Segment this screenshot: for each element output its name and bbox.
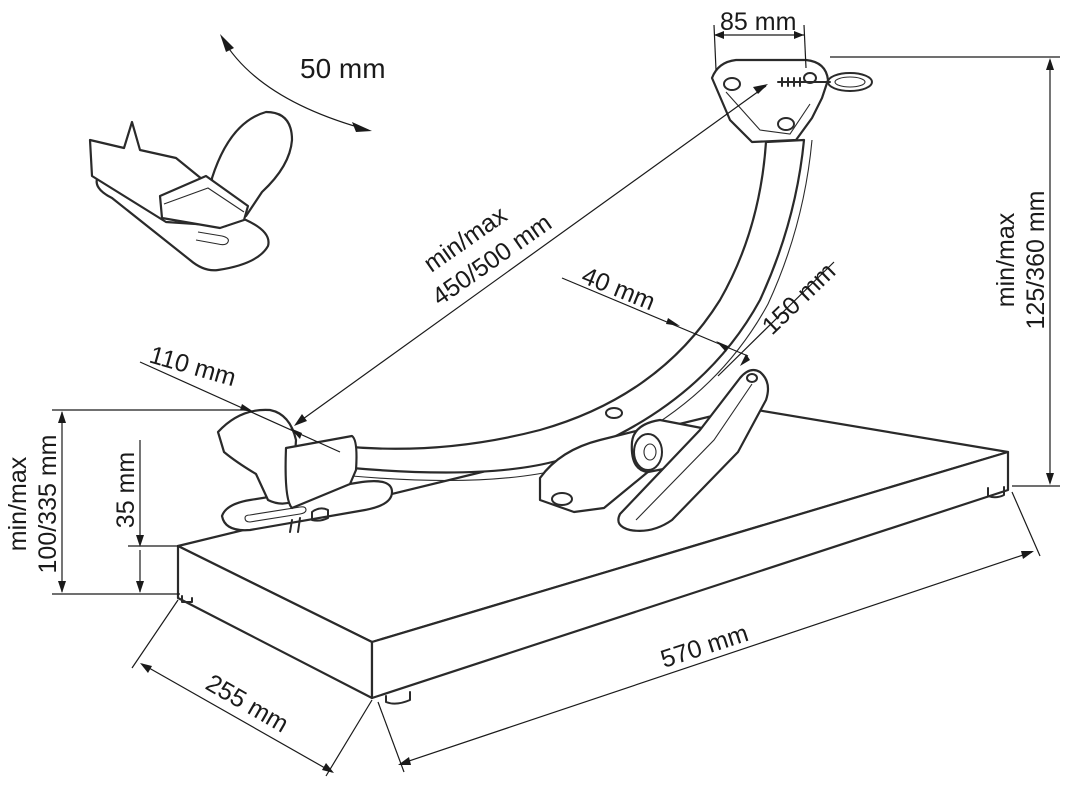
label-left-height-line2: 100/335 mm (34, 435, 62, 574)
label-arm-width: 40 mm (578, 262, 659, 317)
clamp-blade-hole (746, 373, 758, 383)
dim-40-arrow-in (666, 318, 680, 326)
inset-front-flap (158, 174, 250, 230)
bottom-slotted-plate (220, 480, 394, 532)
dim-255-arrow-left (140, 663, 152, 673)
dim-110-arrow-right (290, 428, 302, 439)
dim-255-ext-right (325, 699, 373, 777)
label-base-length: 570 mm (657, 619, 752, 674)
label-arm-length: min/max 450/500 mm (419, 201, 557, 312)
rear-bracket-hole (551, 492, 573, 506)
dim-570-line (399, 551, 1033, 765)
dim-left-arrow-top (58, 411, 66, 423)
dim-150-arrow (740, 354, 750, 366)
label-cradle-width: 110 mm (146, 341, 239, 392)
base-foot-front (385, 691, 411, 705)
cradle-back-flap (216, 408, 298, 505)
top-hole-front (777, 117, 795, 131)
label-base-depth: 255 mm (201, 669, 293, 738)
dim-570-ext-left (377, 701, 405, 773)
dim-255-line (141, 663, 333, 773)
base-foot-left (181, 595, 193, 603)
dim-85-ext-right (803, 24, 807, 69)
dim-255-arrow-right (322, 763, 334, 773)
dim-arm-arrow-high (753, 84, 768, 94)
dim-85-arrow-right (794, 31, 804, 39)
dimension-lines (52, 24, 1060, 777)
dim-40-line (561, 277, 749, 357)
dim-570-arrow-right (1021, 551, 1034, 559)
label-right-height-line1: min/max (992, 212, 1020, 307)
base-side-face (370, 450, 1010, 700)
dim-40-arrow-out (716, 341, 728, 352)
dim-110-line (139, 361, 341, 453)
dim-left-arrow-bottom (58, 581, 66, 593)
base-foot-right (987, 486, 1005, 499)
rotation-arrow-end (352, 122, 372, 132)
pivot-cylinder-end (633, 433, 663, 471)
inset-foot-holder (88, 110, 294, 272)
inset-fold (163, 187, 245, 213)
dim-arm-arrow-low (294, 414, 307, 426)
cradle-front-flap (284, 434, 358, 510)
dim-35-arrow-bottom (136, 581, 144, 593)
label-top-width: 85 mm (720, 8, 796, 36)
dim-150-line (717, 261, 835, 377)
clamp-blade (617, 368, 770, 532)
dim-85-ext-left (713, 24, 717, 71)
dim-255-ext-left (131, 599, 179, 669)
rotation-arrow-start (220, 34, 234, 52)
top-clamp-fold (725, 91, 811, 135)
rotation-arc (221, 37, 369, 131)
top-hole-left (723, 77, 741, 91)
label-rotation: 50 mm (300, 53, 386, 84)
arm-bolt (605, 407, 623, 419)
dim-arm-length-line (295, 85, 767, 425)
pivot-cylinder-hole (643, 443, 657, 461)
label-left-height: min/max 100/335 mm (4, 435, 62, 574)
label-right-height: min/max 125/360 mm (992, 191, 1050, 330)
plate-slot (244, 506, 307, 523)
clamp-blade-edge (635, 383, 753, 521)
label-left-height-line1: min/max (4, 456, 32, 551)
top-screw (777, 77, 831, 87)
base-board (176, 406, 1010, 705)
stand-assembly (216, 58, 873, 533)
top-screw-ring (827, 72, 873, 92)
inset-slot (195, 231, 229, 246)
dim-570-arrow-left (398, 757, 411, 765)
top-screw-ring-inner (834, 76, 866, 88)
dim-right-arrow-bottom (1046, 473, 1054, 485)
curved-arm-edge (351, 139, 813, 482)
plate-knob (289, 507, 329, 533)
label-base-thickness: 35 mm (112, 452, 140, 528)
dim-570-ext-right (1011, 491, 1041, 557)
dim-85-arrow-left (714, 31, 724, 39)
label-right-height-line2: 125/360 mm (1022, 191, 1050, 330)
dim-right-arrow-top (1046, 58, 1054, 70)
dim-110-arrow-left (240, 404, 254, 412)
dim-35-arrow-top (136, 535, 144, 547)
